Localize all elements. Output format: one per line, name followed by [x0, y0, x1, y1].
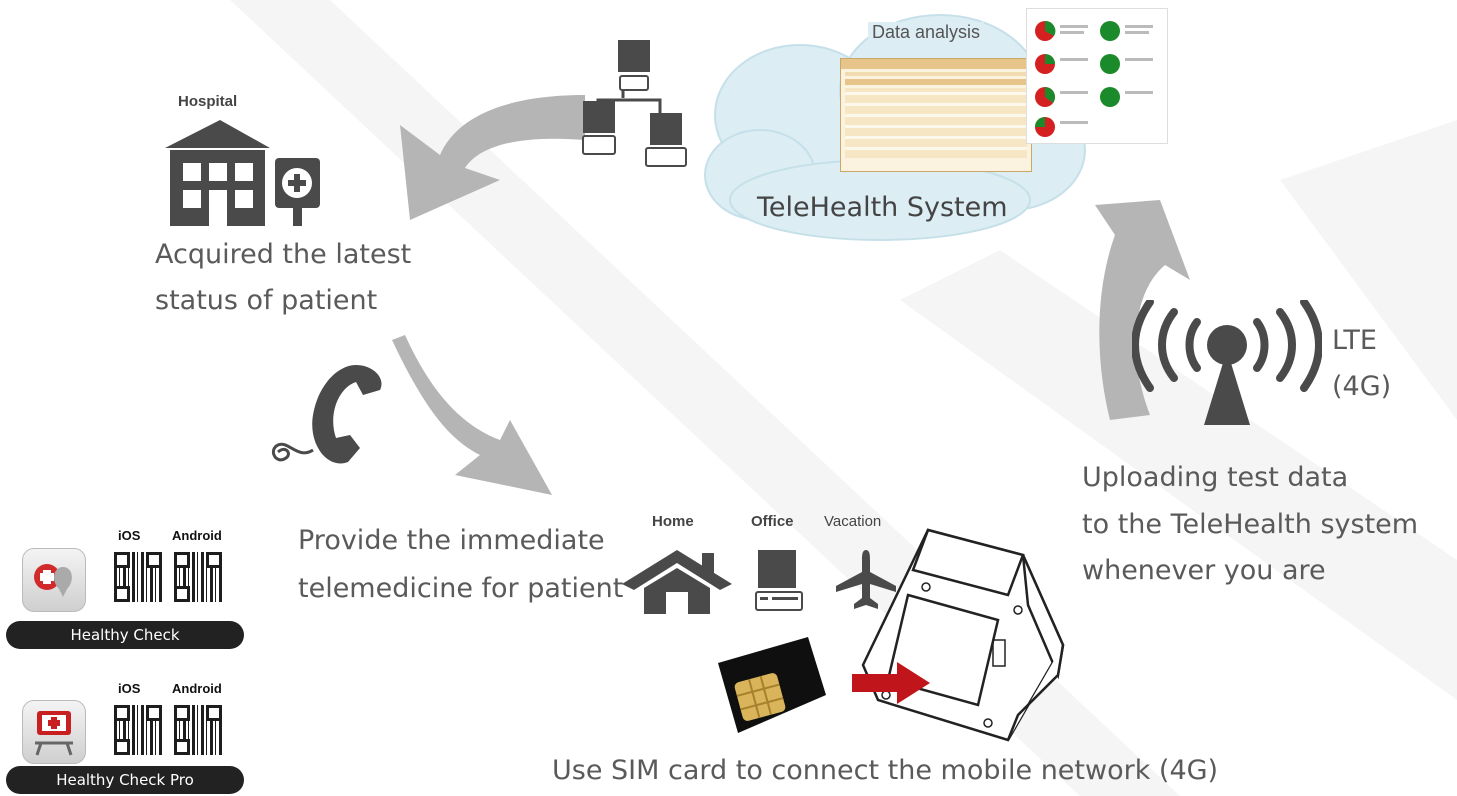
app1-ios-label: iOS	[118, 528, 141, 543]
telephone-icon	[272, 365, 382, 464]
insert-arrow-icon	[852, 662, 930, 704]
hospital-title: Hospital	[178, 93, 238, 110]
app2-android-qr-code[interactable]	[174, 705, 222, 755]
vacation-label: Vacation	[824, 513, 882, 530]
antenna-signal-icon	[1132, 300, 1322, 425]
network-computers-icon	[582, 40, 687, 167]
meter-device-icon	[861, 528, 1065, 742]
telemedicine-caption-line1: Provide the immediate	[298, 525, 605, 556]
app1-android-label: Android	[172, 528, 222, 543]
hospital-icon	[165, 120, 320, 226]
pie-chart-5	[1035, 87, 1055, 107]
upload-caption-line3: whenever you are	[1082, 555, 1326, 586]
desktop-computer-icon	[755, 550, 803, 611]
pie-chart-1	[1035, 20, 1056, 41]
flow-arrow-to-cloud	[1095, 200, 1190, 420]
healthy-check-app-icon[interactable]	[22, 548, 86, 612]
flow-arrow-to-patient	[392, 335, 552, 495]
hospital-caption-line1: Acquired the latest	[155, 239, 412, 270]
pie-chart-2	[1100, 21, 1120, 41]
telehealth-system-label: TeleHealth System	[757, 192, 1008, 223]
app1-android-qr-code[interactable]	[174, 552, 222, 602]
upload-caption-line2: to the TeleHealth system	[1082, 509, 1419, 540]
pie-chart-6	[1100, 87, 1120, 107]
airplane-icon	[836, 550, 896, 609]
healthy-check-pro-app-icon[interactable]	[22, 700, 86, 764]
house-icon	[622, 550, 732, 614]
pie-chart-4	[1100, 54, 1120, 74]
healthy-check-app-name: Healthy Check	[6, 621, 244, 649]
telemedicine-caption-line2: telemedicine for patient	[298, 573, 624, 604]
hospital-caption-line2: status of patient	[155, 285, 378, 316]
upload-caption-line1: Uploading test data	[1082, 462, 1349, 493]
app2-ios-label: iOS	[118, 681, 141, 696]
pie-chart-3	[1035, 54, 1055, 74]
telehealth-table-screenshot	[840, 58, 1032, 172]
lte-4g-label: (4G)	[1332, 371, 1392, 402]
data-analysis-label: Data analysis	[868, 22, 985, 43]
app2-android-label: Android	[172, 681, 222, 696]
flow-arrow-to-hospital	[400, 95, 585, 220]
sim-card-icon	[718, 637, 826, 733]
pie-chart-7	[1035, 117, 1055, 137]
home-label: Home	[652, 513, 694, 530]
app1-ios-qr-code[interactable]	[114, 552, 162, 602]
pie-charts-panel	[1026, 8, 1168, 144]
office-label: Office	[751, 513, 794, 530]
app2-ios-qr-code[interactable]	[114, 705, 162, 755]
healthy-check-pro-app-name: Healthy Check Pro	[6, 766, 244, 794]
sim-caption: Use SIM card to connect the mobile netwo…	[552, 755, 1219, 786]
lte-label: LTE	[1332, 325, 1377, 356]
